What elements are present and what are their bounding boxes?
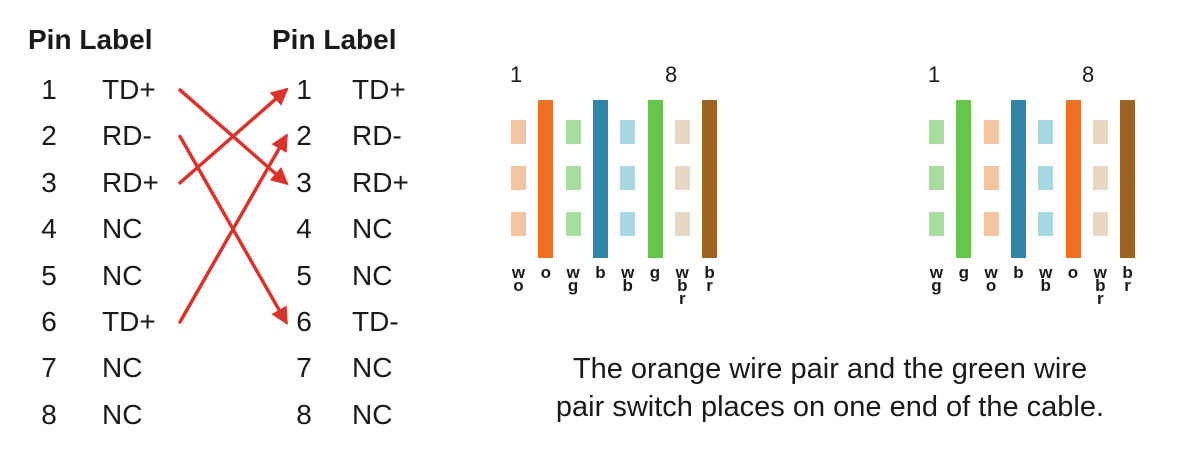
connector-b-pin-first: 1 (928, 62, 941, 87)
connector-b-wire-code-5: w b (1039, 263, 1053, 295)
right-table-label-2: RD- (352, 120, 402, 152)
left-table-label-3: RD+ (102, 166, 159, 198)
left-table-label-4: NC (102, 213, 143, 245)
connector-b-wire-code-4: b (1013, 263, 1024, 282)
left-table-pin-6: 6 (41, 306, 57, 337)
connector-a-wire-2 (538, 100, 554, 258)
crossover-arrow-6-to-2 (178, 133, 288, 324)
connector-b-wire-code-3: w o (984, 263, 998, 295)
connector-a-wire-5 (620, 120, 636, 240)
crossover-arrows (178, 87, 289, 326)
connector-b-wire-code-8: b r (1122, 263, 1133, 295)
connector-b-wire-code-6: o (1067, 263, 1079, 282)
left-table-pin-5: 5 (41, 259, 57, 291)
right-table-pin-6: 6 (296, 306, 312, 337)
connector-a-wire-code-8: b r (704, 263, 715, 295)
connector-b-wire-1 (929, 120, 944, 240)
left-table-label-1: TD+ (102, 74, 156, 105)
left-table-label-6: TD+ (102, 306, 156, 337)
right-table-pin-8: 8 (296, 398, 312, 430)
connector-a-wire-code-7: w b r (675, 263, 689, 308)
left-table-pin-3: 3 (41, 166, 57, 198)
left-table-pin-8: 8 (41, 398, 57, 430)
right-table-label-8: NC (352, 398, 393, 430)
connector-a-wire-4 (592, 100, 608, 258)
left-table-pin-2: 2 (41, 120, 57, 152)
connector-a-wire-code-1: w o (511, 263, 526, 295)
right-table-pin-5: 5 (296, 259, 312, 291)
right-table-pin-4: 4 (296, 213, 312, 245)
connector-b-wire-7 (1092, 120, 1108, 240)
connector-a-wire-code-4: b (595, 263, 606, 282)
connector-a-wire-code-6: g (649, 263, 661, 282)
right-table-pin-2: 2 (296, 120, 312, 152)
connector-a-wire-code-3: w g (566, 263, 580, 295)
connector-b-wire-8 (1120, 100, 1136, 258)
connector-b-wire-code-7: w b r (1093, 263, 1107, 308)
connector-a-wire-6 (647, 100, 663, 258)
right-table-pin-3: 3 (296, 166, 312, 198)
left-table-label-5: NC (102, 259, 143, 291)
connector-a-wire-8 (702, 100, 718, 258)
connector-b-wire-3 (983, 120, 999, 240)
connector-b-wire-5 (1038, 120, 1054, 240)
crossover-arrow-3-to-1 (178, 87, 289, 185)
connector-a-wire-code-5: w b (621, 263, 635, 295)
connector-b-wire-code-1: w g (929, 263, 944, 295)
connector-a-pin-last: 8 (665, 62, 678, 87)
caption-line-2: pair switch places on one end of the cab… (555, 391, 1105, 423)
caption-line-1: The orange wire pair and the green wire (572, 353, 1088, 385)
right-table-label-1: TD+ (352, 74, 406, 105)
right-table-header: Pin Label (272, 24, 397, 55)
right-table-label-7: NC (352, 352, 393, 384)
connector-a-wire-1 (511, 120, 526, 240)
connector-b-wire-4 (1010, 100, 1026, 258)
connector-a-pin-first: 1 (510, 62, 523, 87)
right-table-label-5: NC (352, 259, 393, 291)
right-table-pin-1: 1 (296, 74, 312, 105)
caption: The orange wire pair and the green wire … (470, 350, 1190, 426)
right-table-pin-7: 7 (296, 352, 312, 384)
left-table-label-2: RD- (102, 120, 152, 152)
connector-b-pin-last: 8 (1082, 62, 1095, 87)
left-table-label-8: NC (102, 398, 143, 430)
left-table-header: Pin Label (28, 24, 153, 55)
connector-a-wire-3 (565, 120, 581, 240)
right-table-label-3: RD+ (352, 166, 409, 198)
left-table-pin-1: 1 (41, 74, 57, 105)
right-table-label-4: NC (352, 213, 393, 245)
left-table-pin-4: 4 (41, 213, 57, 245)
connector-b-wire-code-2: g (958, 263, 969, 282)
connector-a-wire-code-2: o (540, 263, 551, 282)
left-table-pin-7: 7 (41, 352, 57, 384)
right-table-label-6: TD- (352, 306, 399, 337)
connector-a-wire-7 (674, 120, 690, 240)
connector-b-wire-6 (1065, 100, 1081, 258)
connector-b-wire-2 (956, 100, 972, 258)
left-table-label-7: NC (102, 352, 143, 384)
